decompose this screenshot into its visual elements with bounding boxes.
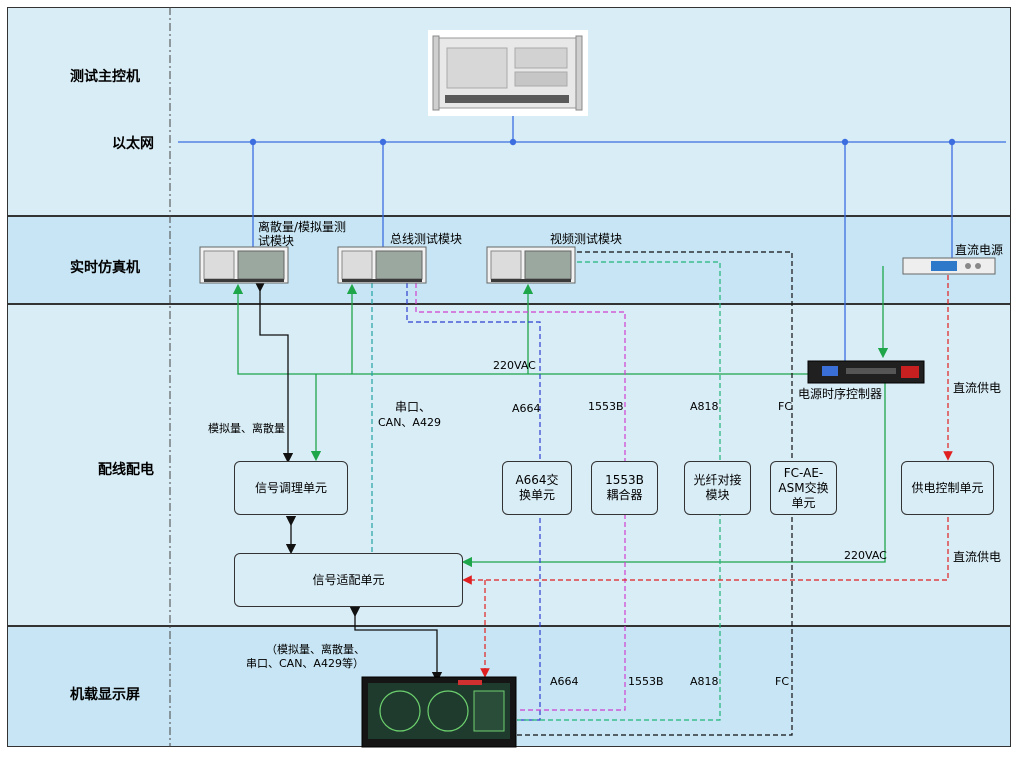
vac-label-top: 220VAC (493, 359, 536, 372)
label-display: 机载显示屏 (70, 687, 140, 703)
dc-power-label: 直流电源 (955, 243, 1004, 257)
power-control-unit: 供电控制单元 (901, 461, 994, 515)
dc-supply-label-1: 直流供电 (953, 381, 1002, 395)
signal-adapter-unit: 信号适配单元 (234, 553, 463, 607)
vac-to-adapter (461, 383, 886, 568)
analog-discrete-link (254, 281, 294, 464)
b1553-label-bottom: 1553B (628, 675, 664, 688)
coupler-1553b-unit: 1553B耦合器 (591, 461, 658, 515)
video-test-module-icon (486, 246, 576, 284)
cockpit-display-icon (361, 676, 517, 748)
dc-supply-label-2: 直流供电 (953, 550, 1002, 564)
signal-conditioning-unit: 信号调理单元 (234, 461, 348, 515)
b1553-line (415, 283, 626, 711)
video-test-module-label: 视频测试模块 (550, 232, 623, 246)
fc-switch-unit: FC-AE-ASM交换单元 (770, 461, 837, 515)
display-signals-label-2: 串口、CAN、A429等） (246, 657, 364, 670)
discrete-analog-module-icon (199, 246, 289, 284)
a818-label-bottom: A818 (690, 675, 719, 688)
label-wiring: 配线配电 (98, 462, 154, 478)
a664-switch-unit: A664交换单元 (502, 461, 572, 515)
label-main-control: 测试主控机 (70, 69, 140, 85)
a664-label-mid: A664 (512, 402, 541, 415)
a664-label-bottom: A664 (550, 675, 579, 688)
vac-main-line (232, 283, 808, 375)
discrete-analog-module-label: 离散量/模拟量测试模块 (258, 220, 347, 248)
bus-test-module-icon (337, 246, 427, 284)
adapter-to-display (349, 606, 443, 683)
dc-power-supply-icon (902, 257, 996, 275)
b1553-label-mid: 1553B (588, 400, 624, 413)
vac-label-bottom: 220VAC (844, 549, 887, 562)
display-signals-label-1: （模拟量、离散量、 (266, 643, 365, 656)
label-realtime: 实时仿真机 (70, 260, 140, 276)
fc-label-mid: FC (778, 400, 793, 413)
power-sequencer-icon (807, 360, 925, 384)
fc-label-bottom: FC (775, 675, 790, 688)
serial-label-top: 串口、 (395, 400, 432, 414)
serial-label-can: CAN、A429 (378, 416, 441, 429)
analog-discrete-label: 模拟量、离散量 (208, 422, 285, 435)
power-sequencer-label: 电源时序控制器 (798, 387, 883, 401)
test-main-computer-icon (428, 30, 588, 116)
fiber-module-unit: 光纤对接模块 (684, 461, 751, 515)
bus-test-module-label: 总线测试模块 (390, 232, 463, 246)
a818-label-mid: A818 (690, 400, 719, 413)
label-ethernet: 以太网 (112, 136, 154, 152)
